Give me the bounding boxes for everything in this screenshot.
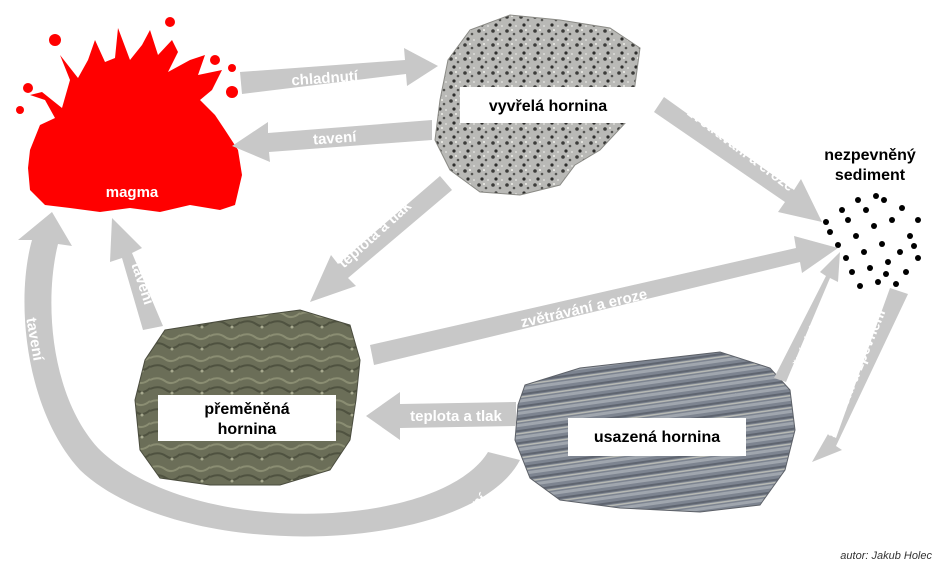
arrow-heat-pressure-igneous: teplota a tlak: [310, 176, 452, 302]
arrow-weathering-metamorphic: zvětrávání a eroze: [370, 236, 838, 365]
sediment-label-line1: nezpevněný: [824, 147, 916, 164]
sedimentary-rock-label: usazená hornina: [594, 429, 720, 446]
arrow-weathering-sedimentary-label: zvětrávání a eroze: [787, 288, 837, 379]
arrow-heat-pressure-sedimentary: teplota a tlak: [366, 392, 516, 440]
magma-splash: [16, 17, 242, 212]
sediment-label-line2: sediment: [835, 167, 906, 184]
arrow-weathering-igneous-label: zvětrávání a eroze: [684, 104, 797, 195]
arrow-cooling-label: chladnutí: [291, 68, 360, 90]
magma-label: magma: [106, 184, 159, 201]
arrow-weathering-igneous: zvětrávání a eroze: [654, 97, 822, 222]
metamorphic-rock-label-line2: hornina: [218, 421, 277, 438]
arrow-melting-igneous: tavení: [232, 120, 432, 162]
author-credit: autor: Jakub Holec: [840, 550, 932, 562]
arrow-melting-igneous-label: tavení: [312, 128, 357, 148]
arrow-melting-metamorphic: tavení: [110, 218, 163, 330]
arrow-heat-pressure-igneous-label: teplota a tlak: [335, 197, 415, 271]
arrow-cooling: chladnutí: [240, 48, 438, 94]
arrow-heat-pressure-sedimentary-label: teplota a tlak: [410, 408, 502, 425]
metamorphic-rock-label-line1: přeměněná: [204, 401, 289, 418]
arrow-weathering-sedimentary: zvětrávání a eroze: [774, 252, 840, 382]
arrow-compaction-label: stlačení a zpevnění: [822, 306, 889, 440]
igneous-rock-label: vyvřelá hornina: [489, 98, 607, 115]
